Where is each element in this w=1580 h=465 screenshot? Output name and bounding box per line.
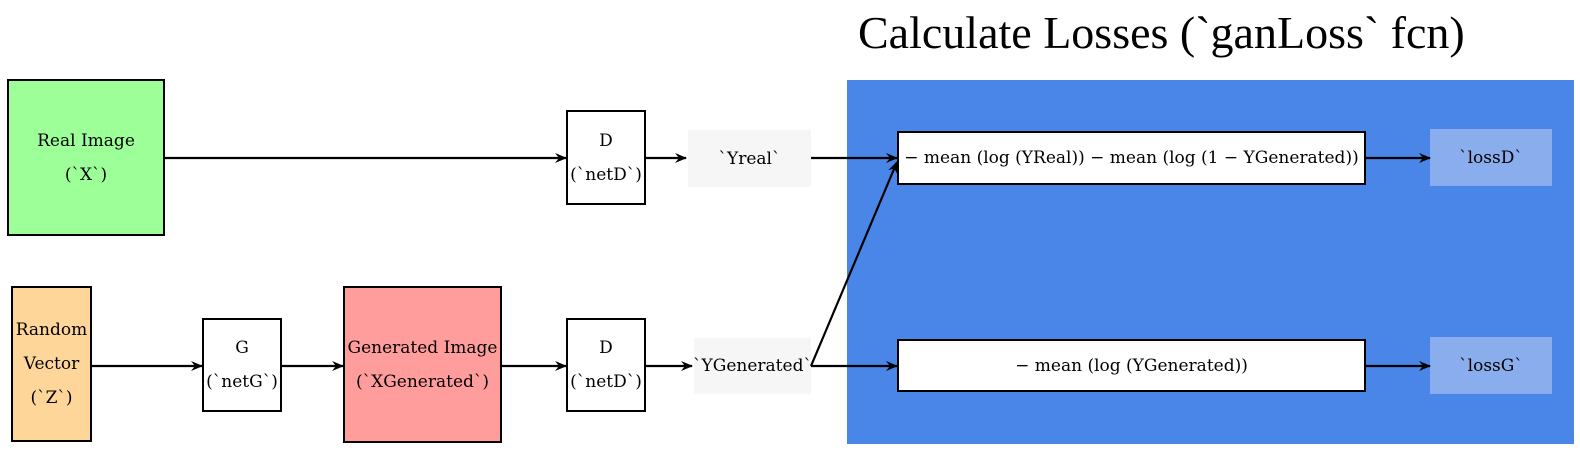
- random-vector-label-2: Vector: [23, 354, 80, 374]
- real-image-label: Real Image: [37, 130, 135, 151]
- loss-d-formula: − mean (log (YReal)) − mean (log (1 − YG…: [897, 131, 1366, 185]
- generator-variable: (`netG`): [206, 372, 278, 392]
- discriminator-generated-label: D: [599, 338, 613, 358]
- generated-image-node: Generated Image (`XGenerated`): [343, 286, 502, 443]
- discriminator-real-label: D: [599, 130, 613, 151]
- generated-image-label: Generated Image: [347, 337, 498, 358]
- generator-label: G: [235, 338, 249, 358]
- random-vector-label-1: Random: [15, 320, 88, 340]
- discriminator-generated-node: D (`netD`): [566, 318, 646, 412]
- loss-g-formula: − mean (log (YGenerated)): [897, 339, 1366, 392]
- y-generated-output: `YGenerated`: [693, 338, 812, 394]
- real-image-node: Real Image (`X`): [7, 79, 165, 236]
- y-real-output: `Yreal`: [688, 130, 811, 187]
- generated-image-variable: (`XGenerated`): [355, 371, 490, 392]
- generator-node: G (`netG`): [202, 318, 282, 412]
- discriminator-generated-variable: (`netD`): [570, 372, 642, 392]
- real-image-variable: (`X`): [64, 164, 108, 185]
- random-vector-variable: (`Z`): [30, 388, 73, 408]
- discriminator-real-node: D (`netD`): [566, 110, 646, 205]
- loss-d-output: `lossD`: [1430, 129, 1552, 186]
- discriminator-real-variable: (`netD`): [570, 164, 642, 185]
- diagram-title: Calculate Losses (`ganLoss` fcn): [858, 7, 1465, 58]
- random-vector-node: Random Vector (`Z`): [11, 286, 92, 442]
- arrow-y-generated-to-loss-d: [809, 161, 899, 367]
- loss-g-output: `lossG`: [1430, 337, 1552, 394]
